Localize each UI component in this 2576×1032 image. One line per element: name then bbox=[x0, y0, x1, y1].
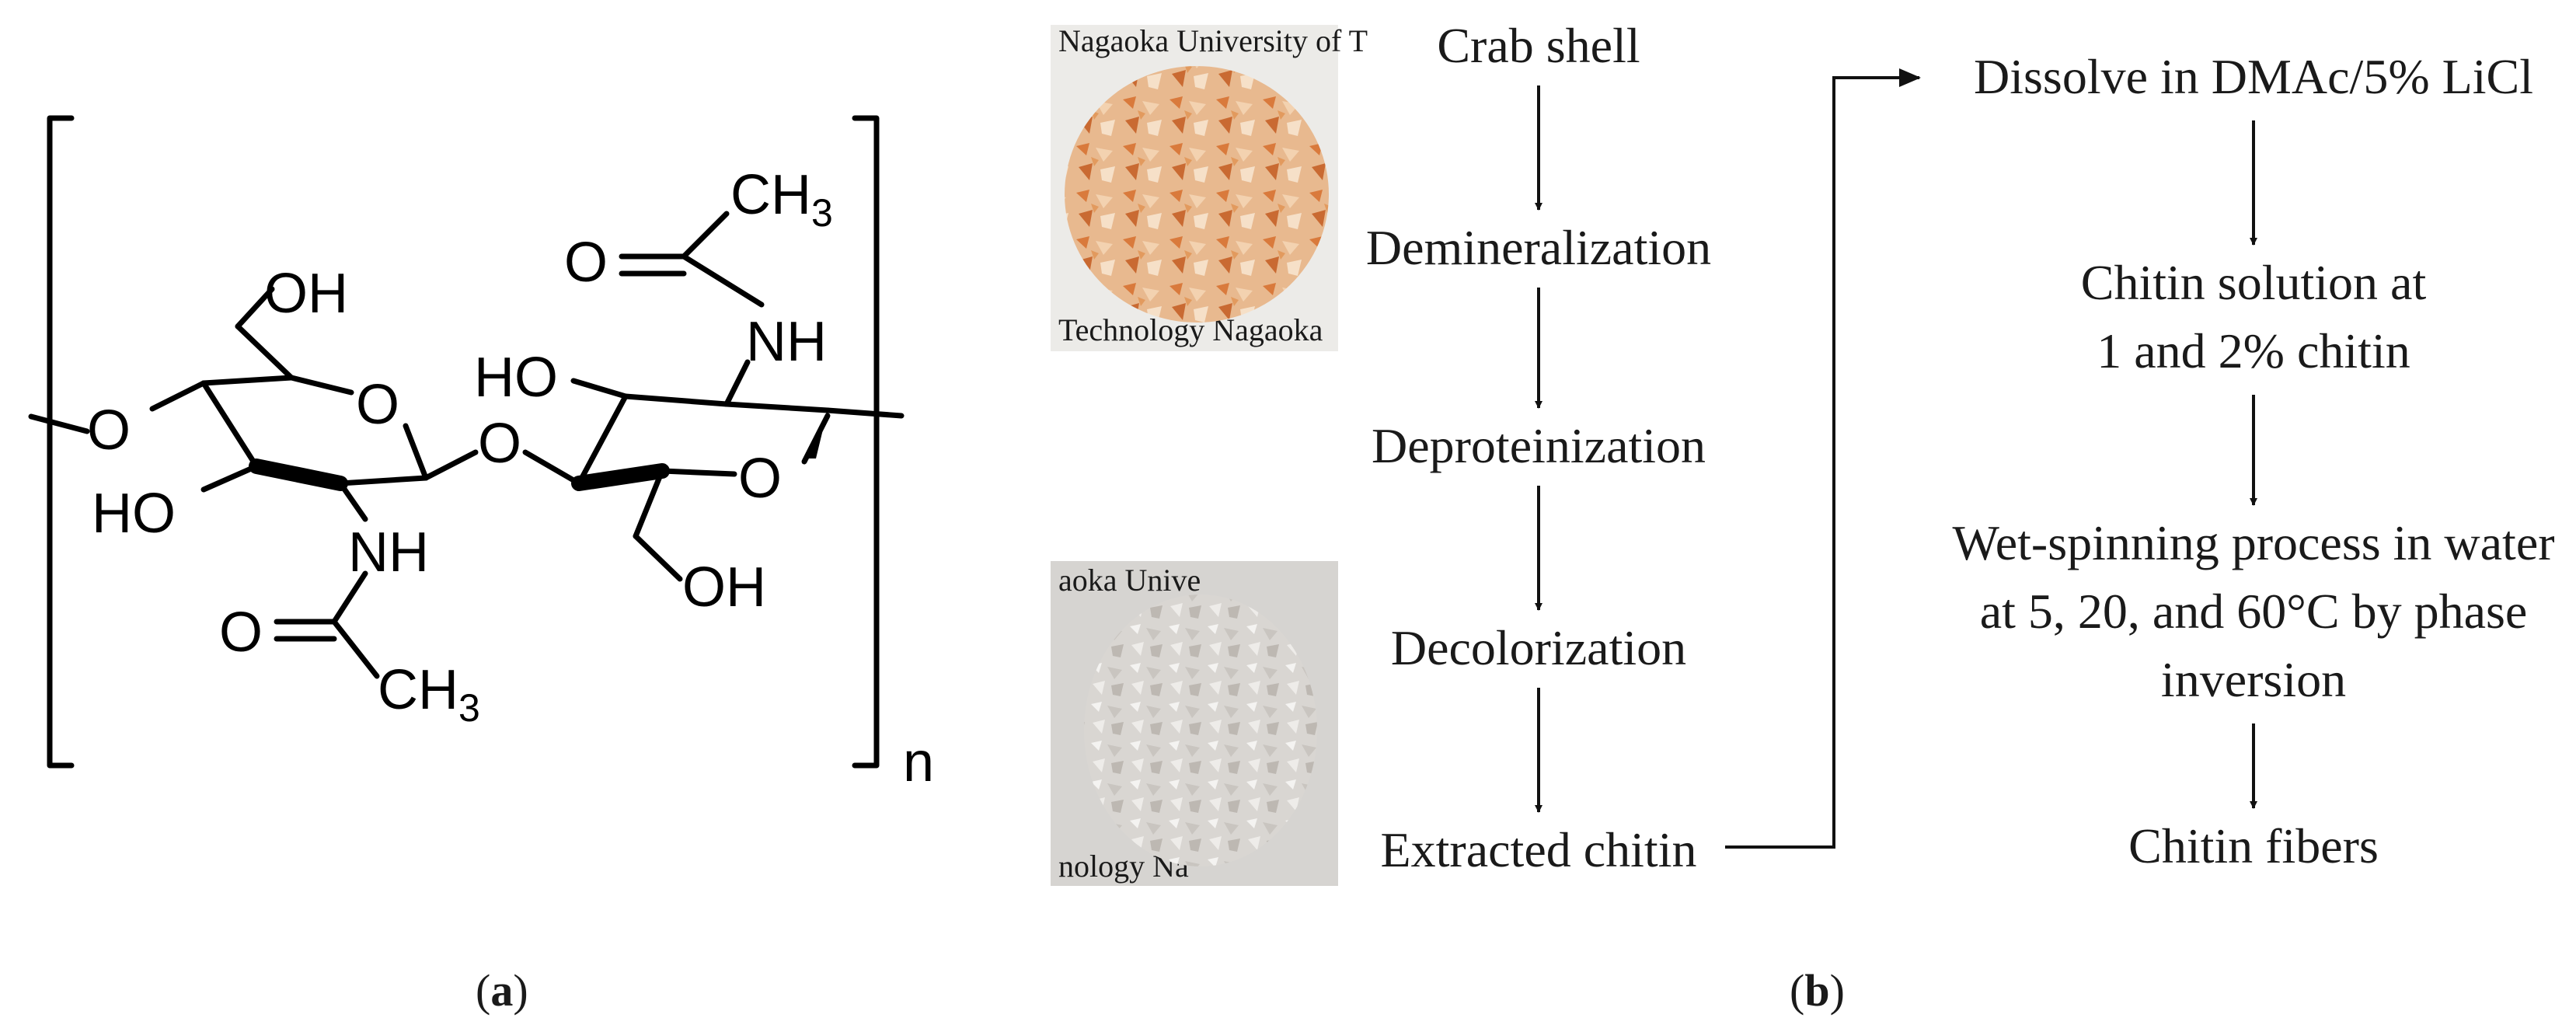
ho-right-label: HO bbox=[474, 347, 558, 409]
bond-c3-ho bbox=[570, 378, 629, 399]
oh-bottom-right-label: OH bbox=[682, 556, 766, 619]
bond-c2-c3 bbox=[622, 393, 730, 407]
bond-c3-oh bbox=[200, 463, 260, 493]
bond-o-link-c4 bbox=[149, 380, 207, 412]
left-bracket bbox=[47, 115, 75, 769]
bond-chain-right bbox=[824, 407, 905, 419]
bond-chain-left bbox=[28, 413, 90, 434]
crab-shell-photo: Nagaoka University of T Technology Nagao… bbox=[1051, 23, 1368, 351]
bond-c1-c2 bbox=[723, 401, 831, 413]
bond-c5-c6 bbox=[633, 468, 665, 539]
right-step-0-line-0: Dissolve in DMAc/5% LiCl bbox=[1974, 49, 2533, 104]
repeat-n-label: n bbox=[903, 731, 934, 793]
right-bracket bbox=[852, 115, 880, 769]
extracted-chitin-photo: aoka Unive nology Na bbox=[1051, 561, 1338, 886]
bond-glyco-o-c4 bbox=[522, 449, 582, 486]
right-step-2-line-1: at 5, 20, and 60°C by phase bbox=[1980, 584, 2528, 639]
right-step-2-line-2: inversion bbox=[2161, 652, 2346, 707]
watermark-3: aoka Unive bbox=[1058, 563, 1201, 598]
left-step-4: Extracted chitin bbox=[1381, 822, 1697, 877]
oh-top-left-label: OH bbox=[264, 263, 348, 325]
bond-c2-nh bbox=[337, 480, 368, 522]
ch3-top-label: CH3 bbox=[730, 164, 833, 235]
bond-o5-c5 bbox=[288, 375, 354, 396]
o-top-label: O bbox=[564, 232, 608, 294]
right-step-1-line-0: Chitin solution at bbox=[2081, 255, 2427, 310]
o-left-link-label: O bbox=[87, 399, 131, 462]
connector-arrow bbox=[1725, 68, 1921, 849]
bond-c2-c1 bbox=[337, 475, 429, 486]
caption-b: (b) bbox=[1790, 965, 1845, 1016]
bond-c5-c6 bbox=[235, 323, 295, 381]
o-glycosidic-label: O bbox=[478, 413, 521, 475]
left-step-3: Decolorization bbox=[1391, 620, 1686, 675]
crab-shell-flakes bbox=[1065, 66, 1329, 322]
bond-c-ch3 bbox=[331, 619, 380, 679]
right-step-2: Wet-spinning process in water at 5, 20, a… bbox=[1952, 515, 2554, 707]
o-ring-left-label: O bbox=[356, 374, 399, 436]
right-step-1: Chitin solution at 1 and 2% chitin bbox=[2081, 255, 2427, 378]
right-step-2-line-0: Wet-spinning process in water bbox=[1952, 515, 2554, 570]
bond-c3-c2-bold bbox=[249, 458, 348, 491]
bond-c3-c4 bbox=[576, 393, 629, 486]
watermark-1: Nagaoka University of T bbox=[1058, 23, 1368, 58]
right-step-3-line-0: Chitin fibers bbox=[2128, 818, 2379, 873]
chitin-flakes bbox=[1084, 594, 1317, 866]
right-step-1-line-1: 1 and 2% chitin bbox=[2097, 323, 2410, 378]
bond-c-ch3-top bbox=[681, 211, 730, 260]
left-step-0: Crab shell bbox=[1437, 18, 1640, 73]
left-step-1: Demineralization bbox=[1366, 220, 1711, 275]
o-bottom-label: O bbox=[219, 601, 263, 664]
right-step-0: Dissolve in DMAc/5% LiCl bbox=[1974, 49, 2533, 104]
bond-c6-oh bbox=[235, 286, 275, 329]
bond-c5-c4 bbox=[200, 375, 295, 386]
bond-c1-o5 bbox=[403, 423, 429, 481]
bond-c2-nh bbox=[723, 359, 751, 407]
caption-a: (a) bbox=[476, 965, 528, 1016]
right-step-3: Chitin fibers bbox=[2128, 818, 2379, 873]
ch3-bottom-label: CH3 bbox=[378, 659, 480, 730]
bond-c4-c3 bbox=[200, 380, 260, 469]
wedge-bond bbox=[804, 410, 828, 458]
bond-nh-co-top bbox=[681, 253, 765, 308]
left-step-column: Crab shellDemineralizationDeproteinizati… bbox=[1366, 18, 1711, 877]
bond-c4-c5-bold bbox=[571, 463, 670, 491]
ho-left-label: HO bbox=[92, 483, 176, 545]
left-step-2: Deproteinization bbox=[1372, 418, 1706, 473]
nh-left-label: NH bbox=[348, 521, 429, 584]
bond-c1-glyco-o bbox=[423, 449, 479, 481]
bond-c5-o5 bbox=[659, 468, 737, 477]
bond-nh-co bbox=[331, 570, 368, 625]
chitin-structure: CH3 O NH OH O HO O O HO O NH OH O CH3 n bbox=[28, 115, 934, 793]
o-ring-right-label: O bbox=[738, 448, 782, 510]
nh-right-label: NH bbox=[746, 311, 827, 373]
bond-c6-oh bbox=[633, 533, 683, 582]
